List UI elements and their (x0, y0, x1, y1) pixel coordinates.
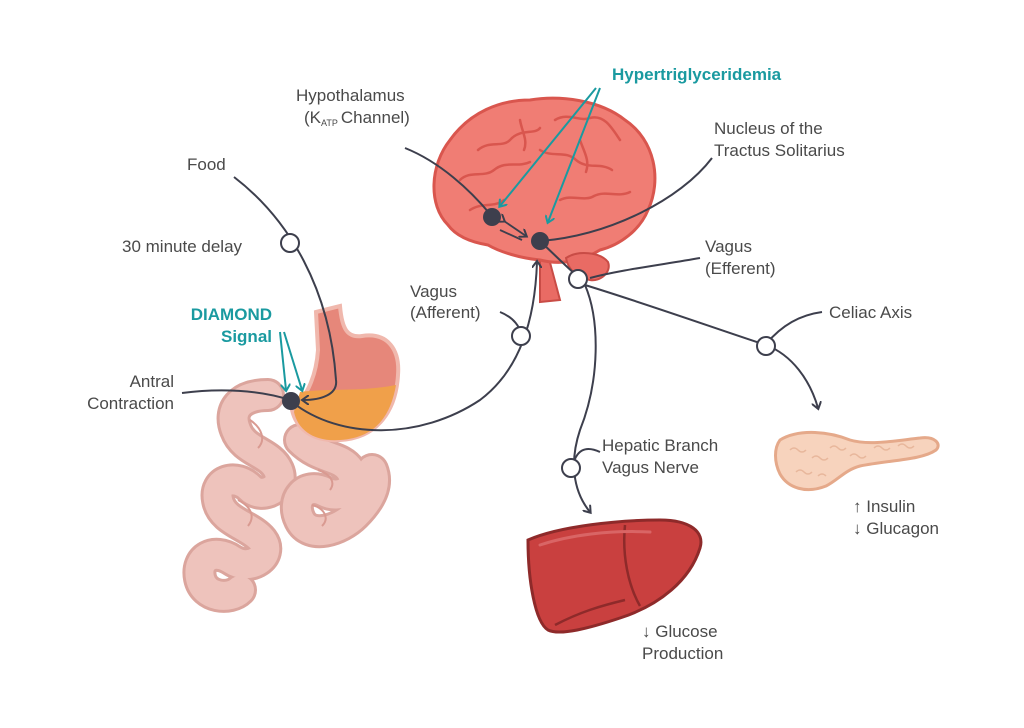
delay-marker (280, 233, 300, 253)
nucleus-link-arrow (504, 221, 526, 236)
vagus-efferent-marker (568, 269, 588, 289)
label-vagus-efferent-line1: Vagus (705, 237, 752, 256)
label-vagus-afferent-line1: Vagus (410, 282, 457, 301)
label-diamond-line1: DIAMOND (191, 305, 272, 324)
label-vagus-afferent-line2: (Afferent) (410, 303, 481, 322)
label-glucose-line1: ↓ Glucose (642, 622, 718, 641)
nts-node (531, 232, 549, 250)
hepatic-marker (561, 458, 581, 478)
antral-leader (181, 389, 291, 401)
diamond-arrow-2 (283, 331, 302, 390)
hypertrig-arrow-2 (548, 87, 601, 222)
label-vagus-efferent-line2: (Efferent) (705, 259, 776, 278)
intestine-illustration (182, 378, 391, 613)
vagus-afferent-path (291, 262, 537, 432)
label-hepatic-line1: Hepatic Branch (602, 436, 718, 455)
label-insulin: ↑ Insulin (853, 497, 915, 516)
label-nts-line2: Tractus Solitarius (714, 141, 845, 160)
vagus-afferent-marker (511, 326, 531, 346)
label-antral-line2: Contraction (87, 394, 174, 413)
hypertrig-arrow-1 (500, 87, 597, 206)
label-celiac-axis: Celiac Axis (829, 303, 912, 322)
celiac-leader (765, 311, 823, 345)
label-hypertriglyceridemia: Hypertriglyceridemia (612, 65, 782, 84)
celiac-branch-path (584, 284, 818, 408)
liver-illustration (526, 518, 703, 634)
pancreas-illustration (774, 430, 940, 491)
label-hepatic-line2: Vagus Nerve (602, 458, 699, 477)
hepatic-branch-path (573, 284, 597, 512)
label-diamond-line2: Signal (221, 327, 272, 346)
food-pathway (233, 176, 338, 400)
teal-arrows (279, 87, 601, 390)
label-glucagon: ↓ Glucagon (853, 519, 939, 538)
antral-node (282, 392, 300, 410)
hypothalamus-leader (404, 147, 491, 215)
label-food: Food (187, 155, 226, 174)
label-glucose-line2: Production (642, 644, 723, 663)
label-nts-line1: Nucleus of the (714, 119, 823, 138)
stomach-illustration (289, 303, 401, 443)
label-delay: 30 minute delay (122, 237, 243, 256)
celiac-marker (756, 336, 776, 356)
pathway-markers (280, 233, 776, 478)
nucleus-nodes (282, 208, 549, 410)
label-hypothalamus-line1: Hypothalamus (296, 86, 405, 105)
nts-leader (540, 157, 713, 242)
hypothalamus-node (483, 208, 501, 226)
label-antral-line1: Antral (130, 372, 174, 391)
vagus-efferent-leader (589, 257, 701, 279)
diamond-arrow-1 (279, 331, 286, 390)
